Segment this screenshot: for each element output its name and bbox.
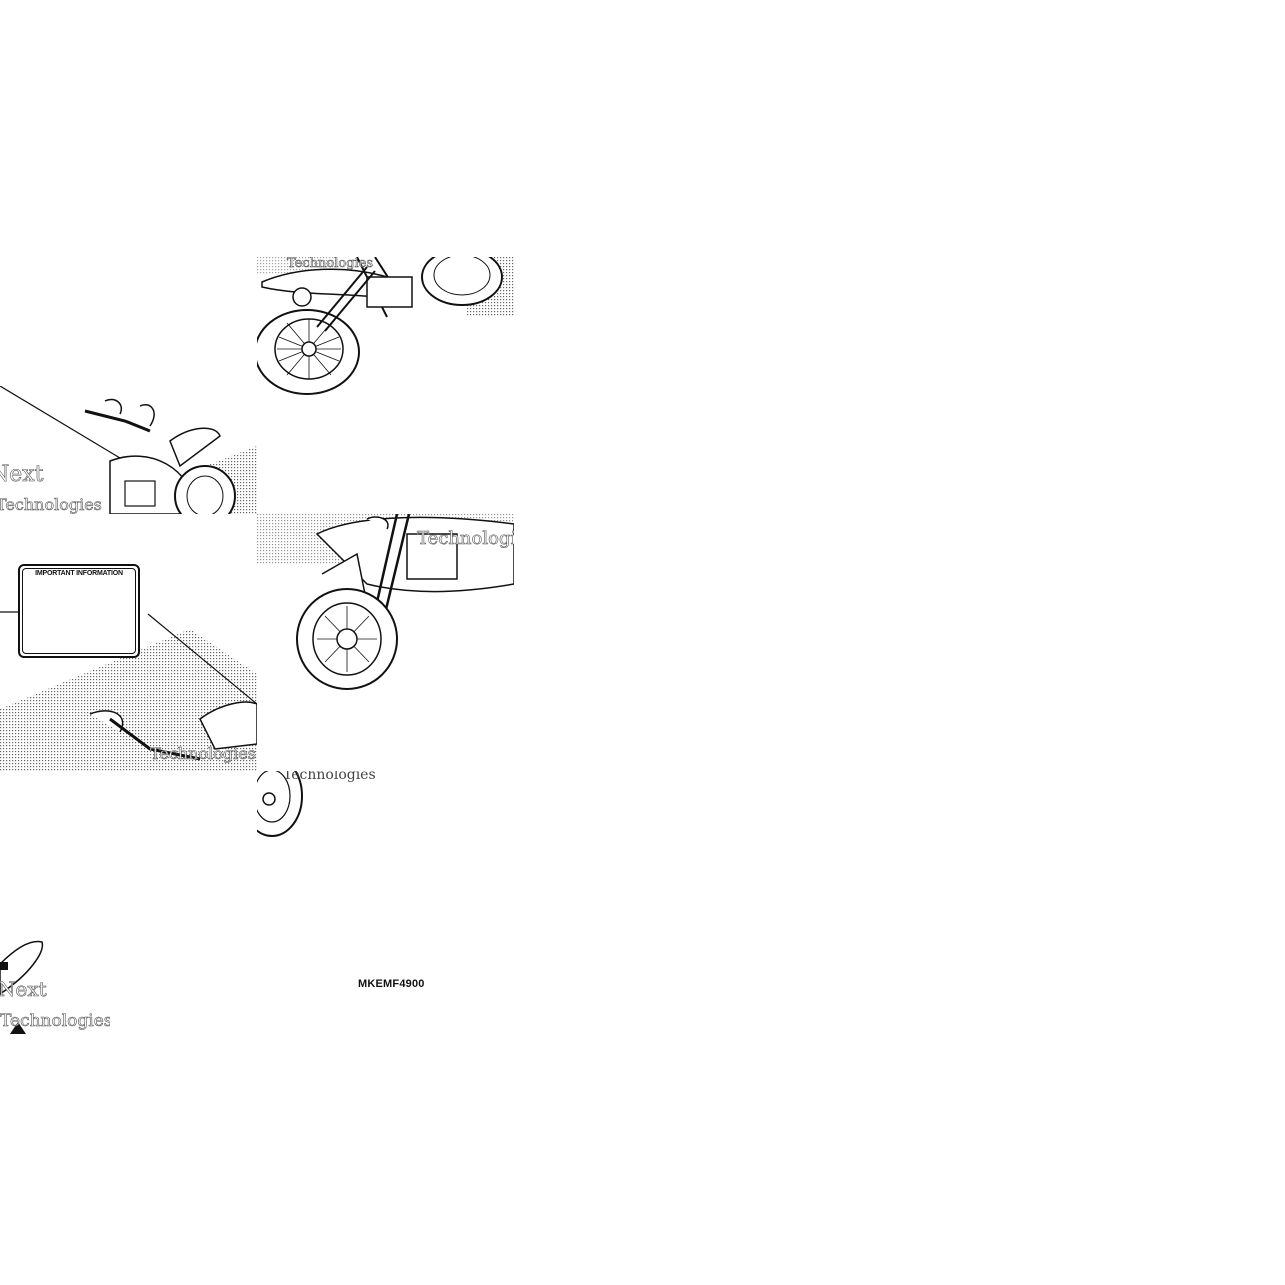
label-heading: IMPORTANT INFORMATION: [35, 570, 123, 577]
svg-text:Technologies: Technologies: [0, 1011, 110, 1031]
svg-text:Technologies: Technologies: [0, 495, 102, 514]
callout-number: 1: [257, 350, 258, 364]
svg-text:Technologies: Technologies: [417, 528, 514, 549]
motorcycle-view-side: Technologies: [257, 514, 514, 694]
important-information-label: IMPORTANT INFORMATION: [18, 564, 140, 658]
svg-text:Technologies: Technologies: [283, 771, 376, 783]
svg-text:Technologies: Technologies: [287, 257, 373, 271]
figure-code: MKEMF4900: [358, 978, 425, 990]
svg-text:Next: Next: [0, 977, 47, 1001]
motorcycle-view-top: 1 Technologies: [257, 257, 514, 395]
motorcycle-view-fender: Next Technologies: [0, 934, 110, 1034]
svg-text:Next: Next: [0, 462, 44, 487]
label-location-detail: Technologies IMPORTANT INFORMATION: [0, 514, 257, 771]
motorcycle-view-wheel: Technologies: [257, 771, 514, 843]
svg-text:Technologies: Technologies: [150, 744, 256, 763]
motorcycle-view-front: Next Technologies: [0, 386, 257, 514]
